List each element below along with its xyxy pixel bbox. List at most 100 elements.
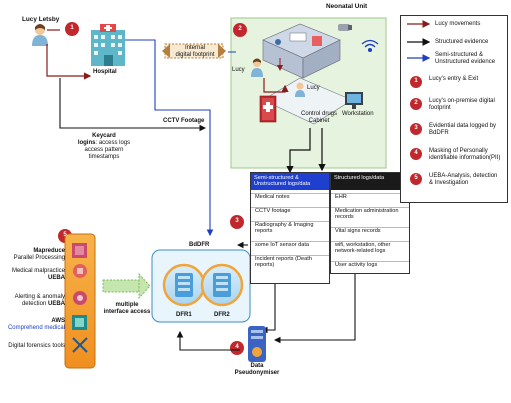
- tool-2-rest: Alerting & anomaly: [14, 294, 65, 300]
- legend-num-2: 2: [414, 100, 418, 106]
- tool-1-bold2: UEBA: [47, 274, 65, 281]
- wifi-icon: [361, 39, 379, 53]
- structured-item-1: Medication administration records: [331, 207, 409, 225]
- legend-graphics: [407, 20, 431, 185]
- legend-num-3: 3: [414, 125, 418, 131]
- keycard-line3: access pattern: [84, 146, 124, 153]
- tool-2-bold2: UEBA: [47, 300, 65, 307]
- legend-num-4: 4: [414, 150, 418, 156]
- digital-footprint-arrow: [162, 43, 226, 59]
- semi-structured-header: Semi-structured & Unstructured logs/data: [251, 173, 329, 190]
- arrow-lucy-in-unit: [263, 78, 289, 93]
- hospital-label: Hospital: [93, 69, 117, 75]
- semi-item-3: some IoT sensor data: [251, 241, 329, 253]
- arrow-lucy-to-hospital: [46, 44, 92, 80]
- tool-2-rest2: detection: [21, 300, 47, 307]
- semi-item-2: Radiography & Imaging reports: [251, 221, 329, 239]
- legend-semi-label: Semi-structured & Unstructured evidence: [435, 52, 496, 65]
- step-2-badge: [233, 23, 247, 37]
- pseudonymiser-label: Data Pseudonymiser: [226, 363, 288, 377]
- multi-line1: multiple: [115, 302, 139, 308]
- structured-panel: Structured logs/data EHR Medication admi…: [330, 172, 410, 274]
- keycard-label: Keycard logins: access logs access patte…: [74, 133, 134, 161]
- hospital-icon: [91, 24, 125, 66]
- semi-structured-panel: Semi-structured & Unstructured logs/data…: [250, 172, 330, 284]
- forensics-tools-icon: [72, 337, 88, 353]
- legend-step1-label: Lucy's entry & Exit: [429, 76, 479, 82]
- pseudo-line2: Pseudonymiser: [234, 369, 280, 376]
- keycard-rest: : access logs: [95, 139, 131, 146]
- pseudonymiser-icon: [248, 326, 266, 362]
- step-3-badge: [230, 215, 244, 229]
- dfr2-label: DFR2: [214, 312, 230, 318]
- keycard-bold: Keycard: [92, 133, 116, 139]
- structured-header: Structured logs/data: [331, 173, 409, 190]
- lucy-letsby-label: Lucy Letsby: [22, 16, 60, 23]
- structured-item-0: EHR: [331, 193, 409, 205]
- footprint-line2: digital footprint: [175, 51, 215, 58]
- legend-step2-label: Lucy's on-premise digital footprint: [429, 98, 495, 111]
- neonatal-unit-title: Neonatal Unit: [326, 3, 368, 10]
- dfr1-icon: [162, 263, 206, 307]
- neonatal-room-illustration: [262, 23, 341, 79]
- step-4-badge: [230, 341, 244, 355]
- anomaly-detection-icon: [73, 291, 87, 305]
- cctv-footage-label: CCTV Footage: [163, 118, 205, 124]
- tool-1-rest: Medical malpractice: [11, 268, 65, 274]
- arrow-keycard: [59, 78, 207, 132]
- structured-item-3: wifi, workstation, other network-related…: [331, 241, 409, 259]
- legend-num-5: 5: [414, 175, 418, 181]
- step-1-number: 1: [70, 25, 74, 31]
- legend-step3-label: Evidential data logged by BdDFR: [429, 123, 497, 136]
- tool-0-bold: Mapreduce: [33, 248, 65, 254]
- workstation-label: Workstation: [342, 111, 374, 117]
- cctv-camera-icon: [338, 24, 352, 31]
- pseudo-line1: Data: [250, 363, 264, 369]
- legend-num-1: 1: [414, 78, 418, 84]
- lucy-person-icon: [32, 24, 48, 46]
- structured-item-4: User activity logs: [331, 261, 409, 272]
- dfr1-label: DFR1: [176, 312, 192, 318]
- footprint-label: Internal digital footprint: [168, 45, 222, 59]
- footprint-line1: Internal: [184, 45, 205, 51]
- keycard-logins: logins: [77, 139, 96, 146]
- structured-item-2: Vital signs records: [331, 227, 409, 239]
- semi-item-1: CCTV footage: [251, 207, 329, 219]
- dfr2-icon: [200, 263, 244, 307]
- cabinet-line2: Cabinet: [308, 117, 330, 124]
- tool-mapreduce-label: Mapreduce Parallel Processing: [3, 248, 65, 262]
- legend-step5-label: UEBA-Analysis, detection & Investigation: [429, 173, 498, 186]
- step-4-number: 4: [235, 344, 239, 350]
- bddfr-label: BdDFR: [189, 242, 210, 248]
- multiple-interface-label: multiple interface access: [103, 302, 151, 316]
- tool-forensics-label: Digital forensics tools: [8, 343, 65, 349]
- step-1-badge: [65, 22, 79, 36]
- lucy-in-unit-icon: [251, 58, 263, 77]
- tool-aws-label: AWS Comprehend medical: [3, 318, 65, 332]
- multi-line2: interface access: [103, 308, 151, 315]
- legend-structured-label: Structured evidence: [435, 39, 489, 45]
- arrow-hospital-to-cctv: [125, 39, 214, 237]
- tool-0-rest: Parallel Processing: [13, 254, 65, 261]
- lucy-room-label: Lucy: [307, 85, 320, 91]
- step-5-number: 5: [63, 232, 67, 238]
- legend-step4-label: Masking of Personally identifiable infor…: [429, 148, 501, 161]
- semi-item-0: Medical notes: [251, 193, 329, 205]
- aws-comprehend-icon: [72, 315, 87, 330]
- cabinet-line1: Control drugs: [300, 111, 338, 117]
- legend-lucy-label: Lucy movements: [435, 21, 481, 27]
- malpractice-ueba-icon: [73, 264, 87, 278]
- legend-box: Lucy movements Structured evidence Semi-…: [400, 15, 508, 203]
- arrow-semi-to-pseudo: [260, 282, 276, 334]
- arrow-pseudo-to-dfr1: [176, 330, 240, 351]
- semi-item-4: Incident reports (Death reports): [251, 255, 329, 273]
- arrow-structured-to-pseudo: [273, 270, 356, 344]
- lucy-unit-label: Lucy: [232, 67, 245, 73]
- step-3-number: 3: [235, 218, 239, 224]
- tool-3-rest: Comprehend medical: [7, 324, 65, 331]
- arrow-room-to-semi: [286, 128, 311, 174]
- cabinet-label: Control drugs Cabinet: [295, 111, 343, 125]
- step-2-number: 2: [238, 26, 242, 32]
